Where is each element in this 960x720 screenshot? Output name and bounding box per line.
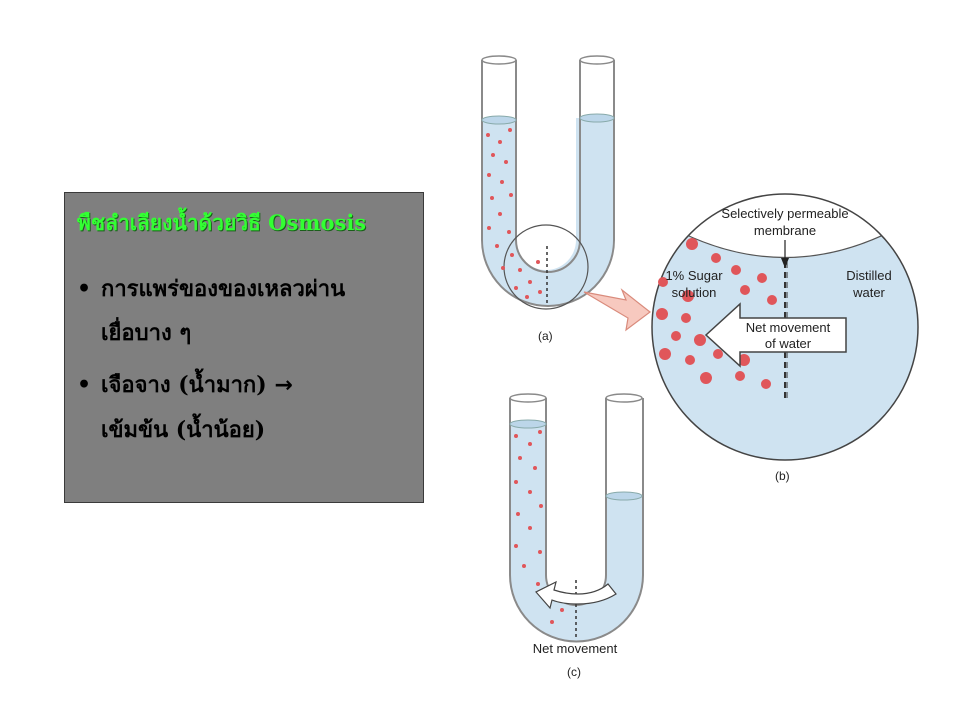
u-tube-a-meniscus-left <box>481 115 517 125</box>
label-a: (a) <box>538 329 553 343</box>
u-tube-c <box>509 393 644 643</box>
net-movement-arrow-c <box>535 580 617 610</box>
membrane-label-line-1: Selectively permeable <box>721 206 848 221</box>
c-caption: Net movement <box>533 641 618 656</box>
label-c: (c) <box>567 665 581 679</box>
u-tube-c-rim-right <box>605 393 643 403</box>
u-tube-c-liquid <box>510 424 643 642</box>
bullet-dot: • <box>77 276 92 302</box>
net-movement-arrow-b <box>704 302 847 368</box>
bullet-2-line-1-wrap: เจือจาง (น้ำมาก) → <box>101 363 420 408</box>
membrane-label-line-2: membrane <box>754 223 816 238</box>
bullet-1-line-2: เยื่อบาง ๆ <box>101 320 192 346</box>
panel-title: พืชลำเลียงน้ำด้วยวิธี Osmosis <box>77 210 367 235</box>
u-tube-a-rim-right <box>579 55 615 65</box>
bullet-list: • การแพร่ของของเหลวผ่าน เยื่อบาง ๆ • เจื… <box>75 267 420 460</box>
u-tube-a-rim-left <box>481 55 517 65</box>
u-tube-a-glass <box>481 60 615 307</box>
water-label-line-1: Distilled <box>846 268 892 283</box>
net-movement-label-line-2: of water <box>765 336 812 351</box>
bullet-2-line-1: เจือจาง (น้ำมาก) <box>101 372 267 398</box>
solute-dots-b <box>656 238 777 389</box>
u-tube-a <box>481 55 615 310</box>
bullet-item-1: • การแพร่ของของเหลวผ่าน เยื่อบาง ๆ <box>75 267 420 355</box>
label-b: (b) <box>775 469 790 483</box>
right-arrow-icon: → <box>274 373 293 398</box>
bullet-dot: • <box>77 372 92 398</box>
sugar-label-line-2: solution <box>672 285 717 300</box>
u-tube-c-meniscus-right <box>605 491 643 501</box>
text-panel: พืชลำเลียงน้ำด้วยวิธี Osmosis • การแพร่ข… <box>64 192 424 503</box>
zoom-pointer <box>583 288 651 332</box>
bullet-1-line-1: การแพร่ของของเหลวผ่าน <box>101 276 346 302</box>
water-label-line-2: water <box>852 285 885 300</box>
bullet-2-line-2: เข้มข้น (น้ำน้อย) <box>101 417 266 443</box>
magnified-circle-outline <box>651 193 919 461</box>
membrane-pointer-head <box>781 258 789 268</box>
net-movement-label-line-1: Net movement <box>746 320 831 335</box>
u-tube-a-liquid <box>482 118 614 306</box>
u-tube-a-meniscus-right <box>579 113 615 123</box>
bullet-item-2: • เจือจาง (น้ำมาก) → เข้มข้น (น้ำน้อย) <box>75 363 420 452</box>
u-tube-c-rim-left <box>509 393 547 403</box>
magnified-view-b <box>651 193 919 461</box>
sugar-label-line-1: 1% Sugar <box>665 268 723 283</box>
solute-dots-a <box>486 128 542 299</box>
u-tube-c-meniscus-left <box>509 419 547 429</box>
